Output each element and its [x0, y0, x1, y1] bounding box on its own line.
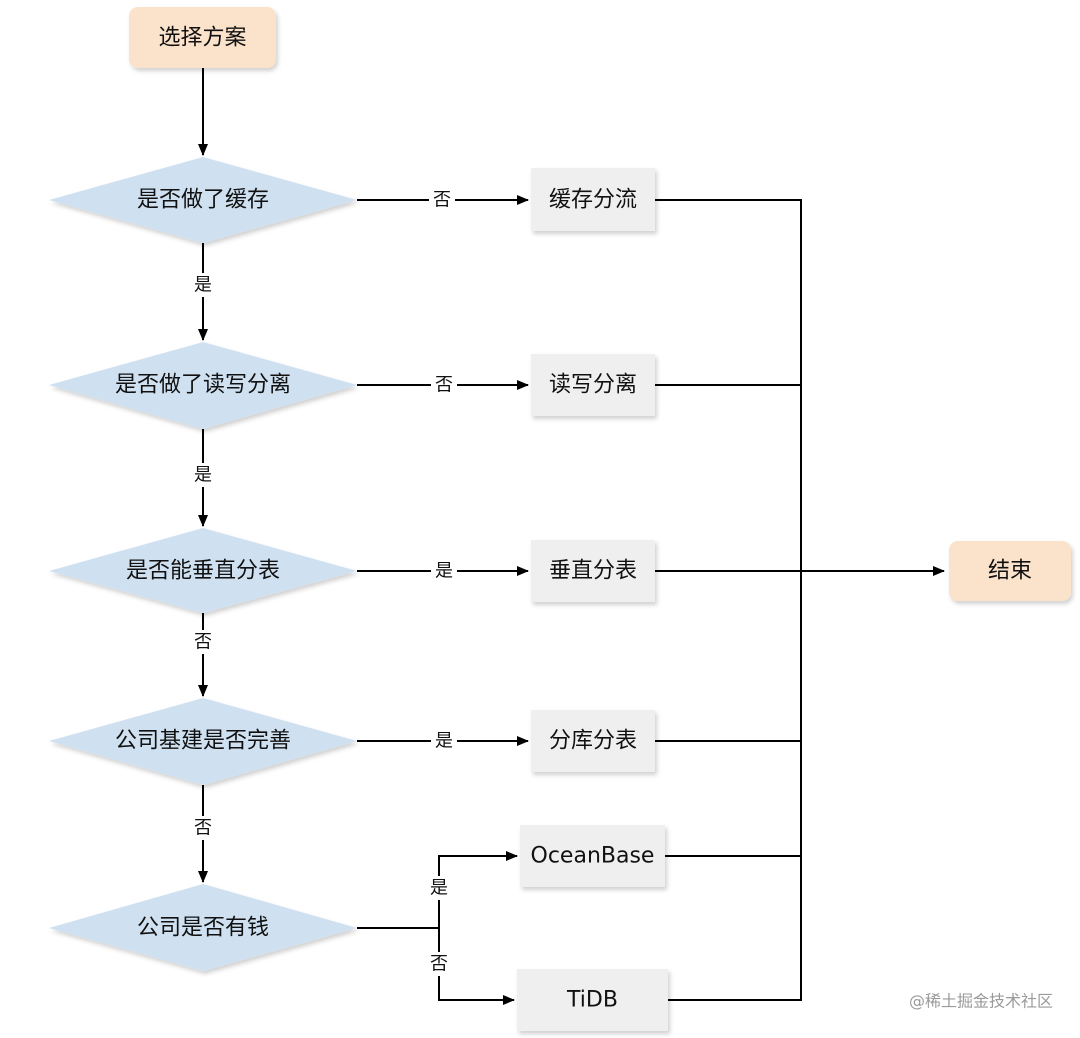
action-oceanbase-label: OceanBase — [531, 844, 655, 869]
edge-label-infra-no: 否 — [194, 818, 212, 839]
edge-label-rw-yes: 是 — [194, 465, 212, 486]
start-label: 选择方案 — [158, 26, 246, 51]
action-tidb-label: TiDB — [566, 988, 618, 1013]
decision-vertical: 是否能垂直分表 — [49, 528, 357, 613]
edge-labels: 是 否 是 否 否 是 否 是 是 否 — [191, 188, 457, 976]
decision-rw-split: 是否做了读写分离 — [49, 342, 357, 429]
edge-label-infra-yes: 是 — [435, 731, 453, 752]
action-cache-split: 缓存分流 — [531, 168, 655, 231]
start-node: 选择方案 — [129, 7, 276, 68]
edge-label-vertical-yes: 是 — [435, 561, 453, 582]
action-vertical-split-label: 垂直分表 — [549, 559, 637, 584]
end-label: 结束 — [988, 559, 1032, 584]
decision-infra: 公司基建是否完善 — [49, 698, 357, 785]
edge-label-rw-no: 否 — [435, 375, 453, 396]
edge-label-money-yes: 是 — [430, 878, 448, 899]
decision-infra-label: 公司基建是否完善 — [115, 729, 291, 754]
edge-label-cache-yes: 是 — [194, 275, 212, 296]
action-rw-split: 读写分离 — [531, 354, 655, 416]
decision-rw-split-label: 是否做了读写分离 — [115, 373, 291, 398]
action-oceanbase: OceanBase — [520, 825, 665, 887]
edge-label-vertical-no: 否 — [194, 632, 212, 653]
decision-money: 公司是否有钱 — [49, 884, 357, 971]
decision-vertical-label: 是否能垂直分表 — [126, 559, 280, 584]
watermark: @稀土掘金技术社区 — [909, 992, 1053, 1011]
edge-cache-split-to-end — [655, 199, 802, 1001]
action-sharding: 分库分表 — [531, 710, 655, 772]
action-cache-split-label: 缓存分流 — [549, 188, 637, 213]
action-tidb: TiDB — [517, 969, 668, 1031]
edge-label-cache-no: 否 — [433, 190, 451, 211]
action-vertical-split: 垂直分表 — [531, 540, 655, 602]
action-sharding-label: 分库分表 — [549, 729, 637, 754]
edge-label-money-no: 否 — [430, 954, 448, 975]
decision-cache: 是否做了缓存 — [49, 157, 357, 243]
end-node: 结束 — [949, 541, 1071, 601]
action-rw-split-label: 读写分离 — [549, 373, 637, 398]
decision-money-label: 公司是否有钱 — [137, 916, 269, 941]
decision-cache-label: 是否做了缓存 — [137, 188, 269, 213]
